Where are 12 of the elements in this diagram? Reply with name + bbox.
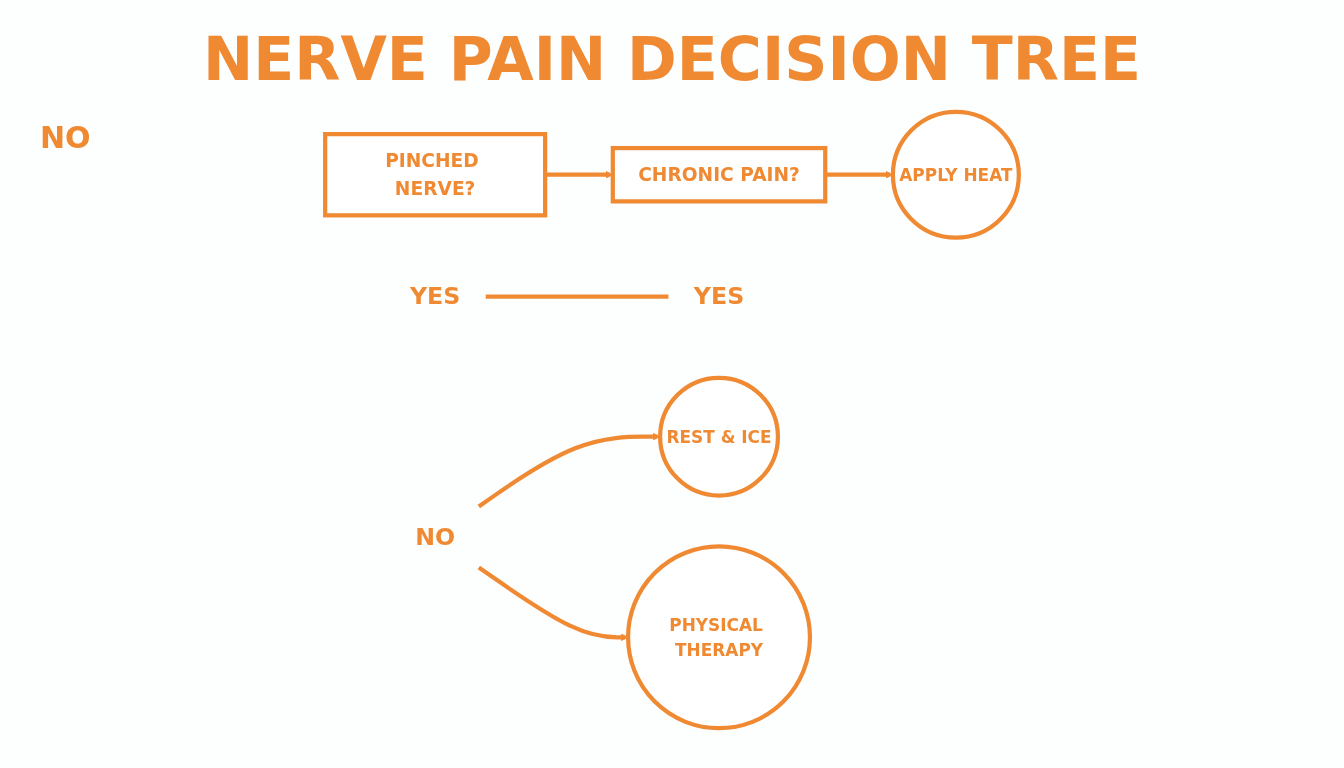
node-circle: PHYSICAL THERAPY	[625, 544, 813, 731]
title: NERVE PAIN DECISION TREE	[202, 24, 1142, 94]
node-box: CHRONIC PAIN?	[610, 145, 828, 204]
node-circle: APPLY HEAT	[890, 109, 1021, 240]
connector	[485, 294, 669, 299]
arrow	[545, 171, 614, 179]
node-circle: REST & ICE	[658, 375, 781, 498]
node-text: NO	[415, 522, 456, 551]
node-box: PINCHED NERVE?	[323, 132, 548, 218]
node-text: YES	[693, 282, 745, 311]
node-text: YES	[409, 282, 461, 311]
branch-label: NO	[40, 120, 91, 155]
